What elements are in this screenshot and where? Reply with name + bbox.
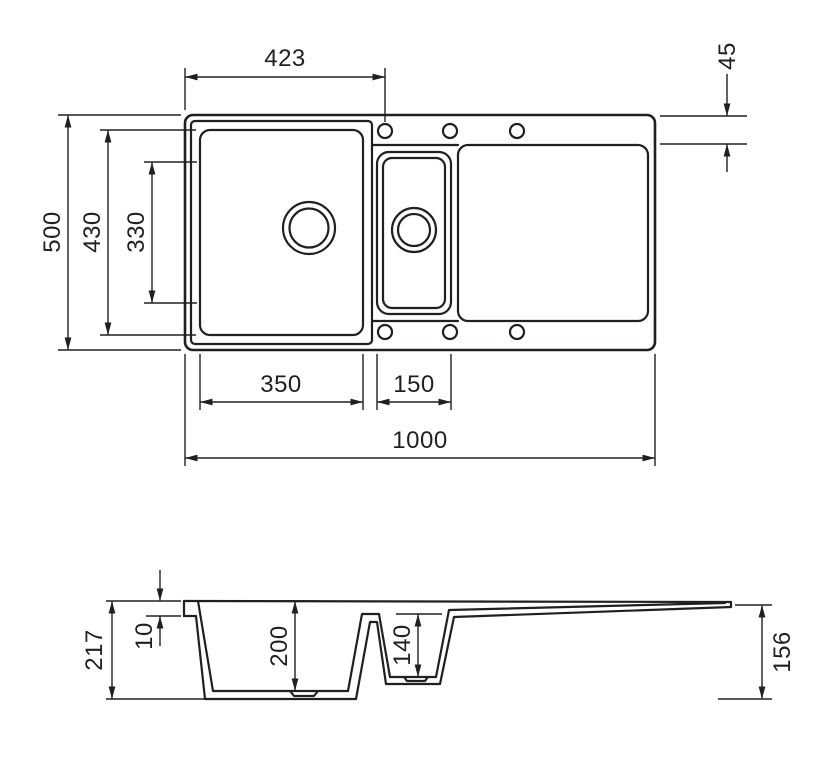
half-drain-outer-circle bbox=[390, 206, 438, 254]
half-bowl-outer bbox=[375, 150, 453, 316]
side-inner-contour bbox=[196, 599, 727, 693]
dim-label-156: 156 bbox=[769, 631, 796, 673]
faucet-hole bbox=[508, 323, 526, 341]
dim-156: 156 bbox=[718, 604, 796, 700]
half-bowl-drain-recess bbox=[402, 675, 430, 683]
dim-label-350: 350 bbox=[260, 371, 302, 398]
main-bowl-outer bbox=[189, 119, 374, 346]
faucet-hole bbox=[376, 122, 394, 140]
dim-423: 423 bbox=[184, 45, 386, 122]
dim-label-200: 200 bbox=[266, 625, 293, 667]
half-bowl-inner bbox=[381, 156, 447, 310]
half-bowl-drain bbox=[390, 206, 438, 254]
dim-200: 200 bbox=[266, 600, 318, 691]
dim-140: 140 bbox=[389, 613, 442, 677]
dim-350: 350 bbox=[199, 354, 364, 410]
faucet-hole bbox=[441, 122, 459, 140]
dim-label-10: 10 bbox=[131, 622, 158, 650]
dim-label-430: 430 bbox=[79, 211, 106, 253]
main-bowl-inner bbox=[198, 128, 365, 337]
dim-45: 45 bbox=[660, 42, 747, 172]
dim-label-140: 140 bbox=[389, 624, 416, 666]
sink-outline bbox=[183, 113, 657, 352]
side-top-edge bbox=[182, 599, 733, 604]
dim-label-1000: 1000 bbox=[392, 427, 447, 454]
dim-430: 430 bbox=[79, 129, 196, 336]
dim-label-500: 500 bbox=[39, 211, 66, 253]
dim-label-217: 217 bbox=[81, 629, 108, 671]
dim-label-330: 330 bbox=[123, 211, 150, 253]
main-bowl-drain bbox=[281, 200, 337, 256]
faucet-holes bbox=[376, 122, 526, 341]
faucet-hole bbox=[376, 323, 394, 341]
main-drain-inner-circle bbox=[288, 207, 330, 249]
main-bowl-drain-recess bbox=[288, 689, 320, 698]
dim-1000: 1000 bbox=[184, 354, 656, 466]
side-outer-contour bbox=[182, 605, 733, 701]
dim-150: 150 bbox=[376, 354, 452, 410]
dim-500: 500 bbox=[39, 114, 181, 351]
faucet-hole bbox=[441, 323, 459, 341]
dim-330: 330 bbox=[123, 161, 197, 304]
faucet-hole bbox=[508, 122, 526, 140]
main-drain-outer-circle bbox=[281, 200, 337, 256]
dim-label-45: 45 bbox=[714, 42, 741, 70]
half-drain-inner-circle bbox=[396, 212, 432, 248]
dim-label-423: 423 bbox=[264, 45, 306, 72]
dim-label-150: 150 bbox=[393, 371, 435, 398]
top-view bbox=[183, 113, 657, 352]
dim-10: 10 bbox=[131, 570, 181, 650]
dim-217: 217 bbox=[81, 600, 215, 700]
drainboard-outline bbox=[456, 143, 650, 323]
